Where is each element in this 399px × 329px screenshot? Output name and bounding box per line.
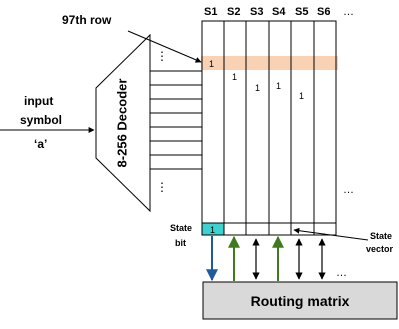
row-97-pointer bbox=[127, 30, 202, 63]
state-columns bbox=[201, 20, 337, 236]
column-s2 bbox=[223, 20, 247, 236]
input-char: ‘a’ bbox=[34, 137, 47, 151]
state-bit-label-line2: bit bbox=[175, 238, 186, 248]
column-header-s6: S6 bbox=[317, 6, 330, 18]
input-label-line2: symbol bbox=[20, 113, 62, 127]
column-s4 bbox=[268, 20, 292, 236]
decoder-output-lines bbox=[150, 70, 202, 170]
column-header-s5: S5 bbox=[295, 6, 308, 18]
cell-state-bit: 1 bbox=[210, 225, 215, 235]
cell-s5: 1 bbox=[299, 91, 304, 101]
column-header-s2: S2 bbox=[227, 6, 240, 18]
cell-s3: 1 bbox=[255, 83, 260, 93]
state-bit-label-line1: State bbox=[170, 223, 192, 233]
column-header-s4: S4 bbox=[272, 6, 286, 18]
column-s3 bbox=[245, 20, 270, 236]
columns-ellipsis: … bbox=[343, 184, 354, 196]
routing-matrix-block bbox=[202, 281, 398, 320]
decoder-block bbox=[95, 33, 151, 213]
cell-s1-row97: 1 bbox=[209, 59, 214, 69]
arrows-ellipsis: … bbox=[336, 267, 347, 279]
decoder-bottom-ellipsis: ⋮ bbox=[156, 180, 168, 194]
column-header-ellipsis: … bbox=[343, 6, 354, 18]
column-s6 bbox=[313, 20, 337, 236]
state-vector-label-line2: vector bbox=[366, 244, 394, 254]
row-97-label: 97th row bbox=[62, 13, 112, 27]
cell-s4: 1 bbox=[276, 81, 281, 91]
state-vector-pointer bbox=[293, 227, 369, 241]
column-s1 bbox=[201, 20, 225, 236]
routing-matrix-label: Routing matrix bbox=[251, 293, 350, 309]
cell-s2: 1 bbox=[232, 72, 237, 82]
column-s5 bbox=[290, 20, 315, 236]
decoder-label: 8-256 Decoder bbox=[114, 79, 129, 168]
column-header-s3: S3 bbox=[250, 6, 263, 18]
decoder-top-ellipsis: ⋮ bbox=[156, 49, 168, 63]
column-header-s1: S1 bbox=[204, 6, 217, 18]
input-label-line1: input bbox=[24, 94, 53, 108]
state-vector-label-line1: State bbox=[370, 231, 392, 241]
